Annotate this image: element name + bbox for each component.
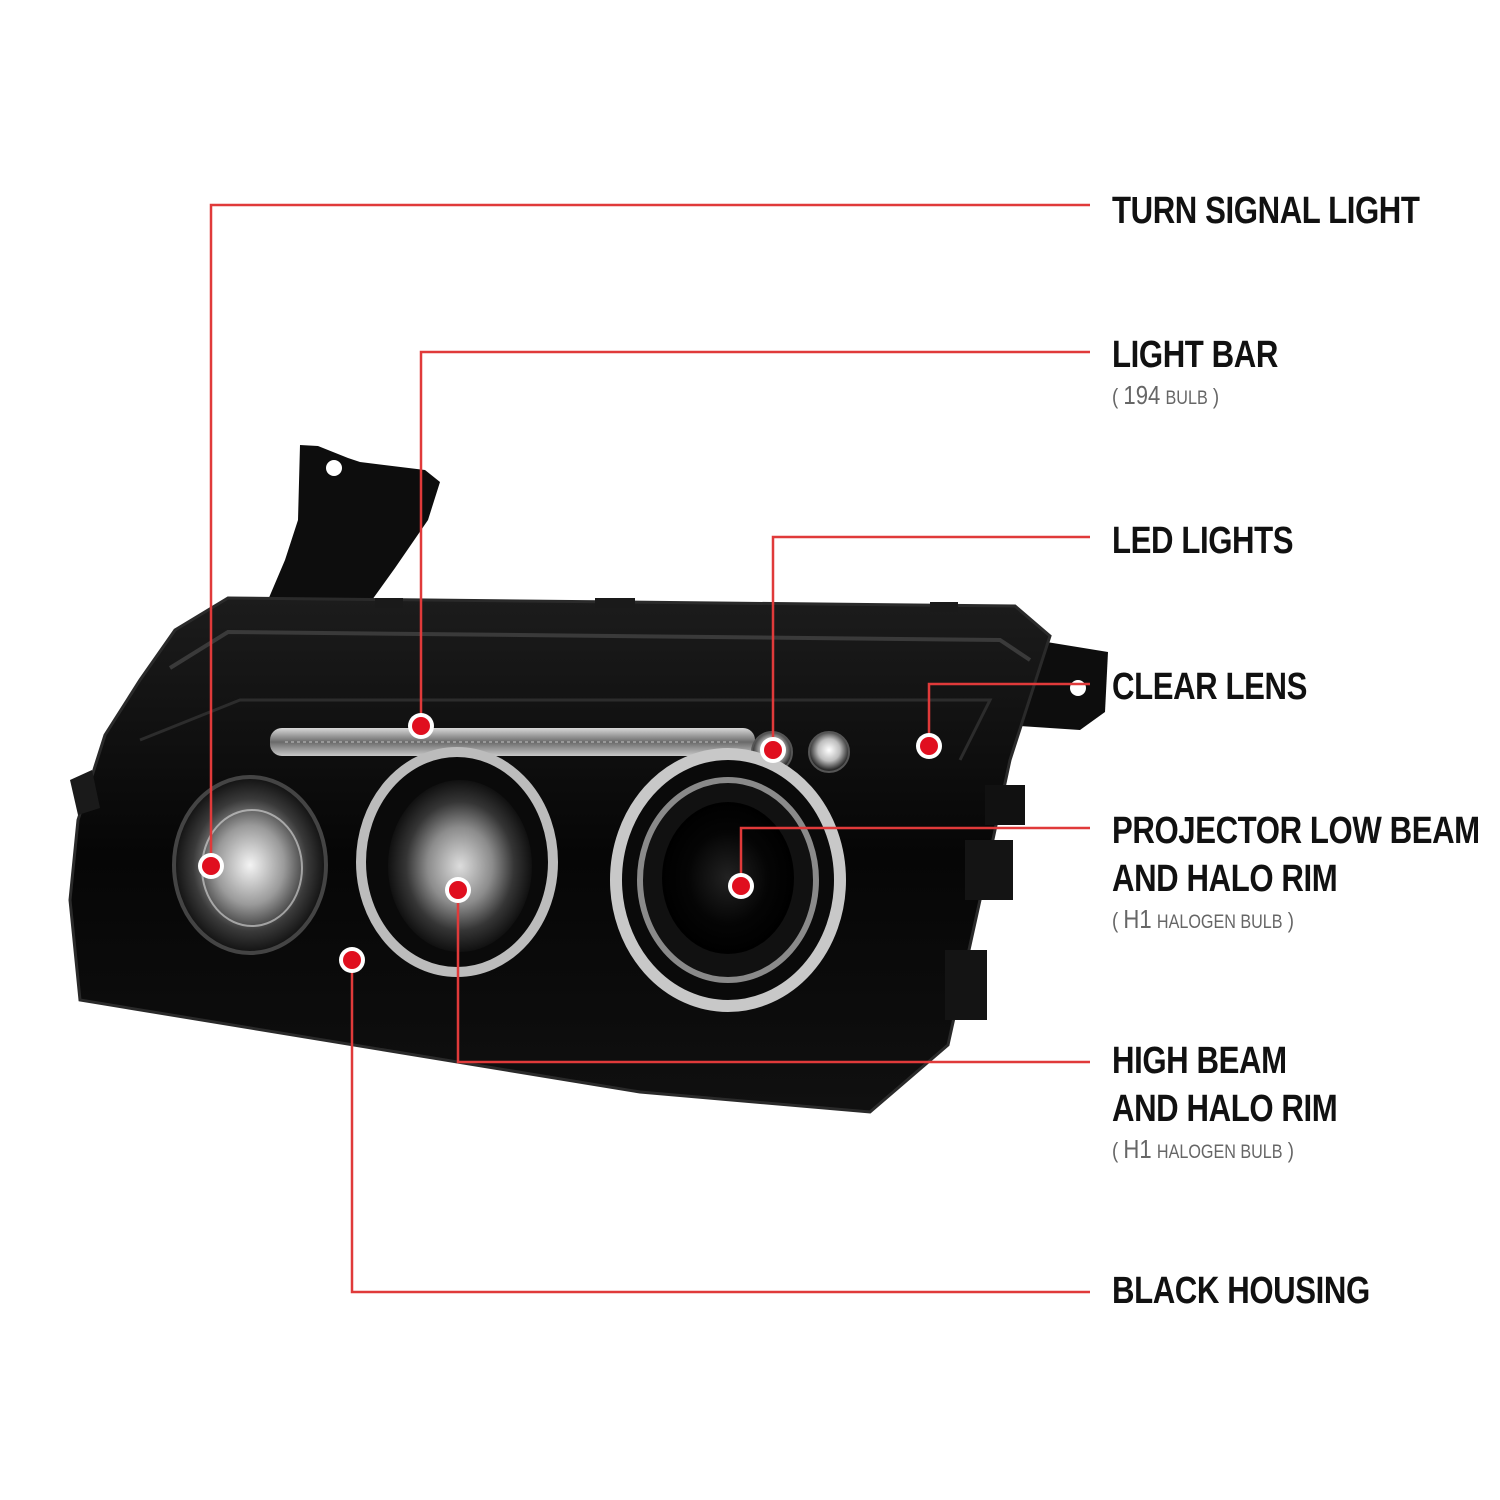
callout-title: BLACK HOUSING <box>1112 1270 1370 1312</box>
housing-inner-trim <box>139 698 993 761</box>
marker-dot-clear-lens <box>920 737 938 755</box>
callout-title-line-2: AND HALO RIM <box>1112 1088 1338 1130</box>
leader-line-clear-lens <box>927 682 1090 746</box>
marker-dot-light-bar <box>412 717 430 735</box>
connector <box>945 950 987 1020</box>
callout-note: ( H1 HALOGEN BULB ) <box>1112 904 1294 934</box>
housing-body <box>68 596 1052 1114</box>
marker-dot-black-housing <box>343 951 361 969</box>
callout-title-line-2: AND HALO RIM <box>1112 858 1338 900</box>
callout-title: TURN SIGNAL LIGHT <box>1112 190 1420 232</box>
callout-light-bar: LIGHT BAR ( 194 BULB ) <box>1112 336 1314 408</box>
leader-line-light-bar <box>419 350 1090 726</box>
marker-dot-turn-signal <box>202 857 220 875</box>
side-bracket-hole <box>1070 680 1086 696</box>
callout-note: ( 194 BULB ) <box>1112 380 1220 410</box>
housing-top-trim <box>168 629 1032 670</box>
leader-line-black-housing <box>350 960 1090 1294</box>
top-tab <box>595 598 635 608</box>
connector <box>965 840 1013 900</box>
connector <box>985 785 1025 825</box>
callout-note: ( H1 HALOGEN BULB ) <box>1112 1134 1294 1164</box>
bracket-hole <box>326 460 342 476</box>
leader-line-led-lights <box>771 535 1090 750</box>
callout-high-beam: HIGH BEAM AND HALO RIM ( H1 HALOGEN BULB… <box>1112 1042 1387 1162</box>
headlight-assembly <box>68 445 1108 1114</box>
light-bar-strip <box>270 728 755 756</box>
side-clip <box>70 770 100 815</box>
top-tab <box>375 598 403 608</box>
leader-line-projector-low-beam <box>739 826 1090 886</box>
marker-dot-high-beam <box>449 881 467 899</box>
callout-title: HIGH BEAM <box>1112 1040 1287 1082</box>
callout-projector-low-beam: PROJECTOR LOW BEAM AND HALO RIM ( H1 HAL… <box>1112 812 1500 932</box>
led-light <box>808 731 850 773</box>
marker-dot-projector-low-beam <box>732 877 750 895</box>
callout-markers <box>198 713 942 973</box>
callout-title: LED LIGHTS <box>1112 520 1294 562</box>
leader-line-high-beam <box>456 890 1090 1064</box>
callout-turn-signal: TURN SIGNAL LIGHT <box>1112 192 1487 230</box>
callout-clear-lens: CLEAR LENS <box>1112 668 1350 706</box>
callout-title: PROJECTOR LOW BEAM <box>1112 810 1480 852</box>
marker-dot-led-lights <box>764 741 782 759</box>
callout-title: CLEAR LENS <box>1112 666 1307 708</box>
mounting-bracket <box>268 445 440 600</box>
leader-line-turn-signal <box>209 203 1090 866</box>
high-beam-reflector <box>388 780 532 952</box>
callout-title: LIGHT BAR <box>1112 334 1278 376</box>
callout-black-housing: BLACK HOUSING <box>1112 1272 1426 1310</box>
projector-lens <box>662 802 794 954</box>
leader-lines <box>209 203 1090 1294</box>
callout-led-lights: LED LIGHTS <box>1112 522 1333 560</box>
top-tab <box>930 602 958 612</box>
